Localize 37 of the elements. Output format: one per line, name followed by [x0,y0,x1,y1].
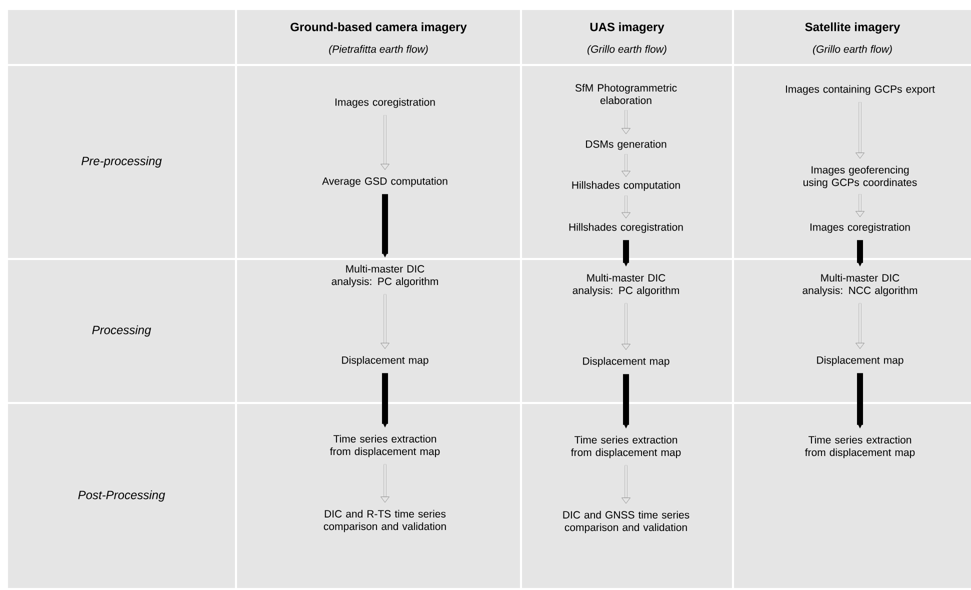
arrow [856,303,864,349]
step-text: Displacement map [583,357,670,367]
arrow [622,303,630,350]
step-text: Displacement map [342,356,428,366]
step-text: Images geoferencing using GCPs coordinates [804,166,917,188]
step-text: Images coregistration [336,98,435,108]
step-text: Displacement map [817,356,904,366]
step-text: SfM Photogrammetric elaboration [575,84,677,104]
arrow [380,294,390,349]
arrow [380,115,390,170]
header-cell: Satellite imagery (Grillo earth flow) [734,10,971,64]
header-cell: Ground-based camera imagery (Pietrafitta earth flow) [237,10,520,64]
step-text: Multi-master DIC analysis: NCC algorithm [802,274,918,296]
step-text: Multi-master DIC analysis: PC algorithm [572,274,679,296]
step-text: Time series extraction from displacement map [330,434,440,458]
row-header-cell: Pre-processing [8,66,235,258]
step-text: DIC and R-TS time series comparison and validation [324,510,446,532]
arrow [622,465,630,504]
step-text: Multi-master DIC analysis: PC algorithm [332,264,438,288]
step-text: Average GSD computation [322,177,448,187]
arrow [856,194,864,218]
step-text: Time series extraction from displacement map [805,436,915,458]
arrow [622,196,630,218]
step-text: Hillshades computation [572,181,680,191]
step-text: DSMs generation [586,140,666,150]
row-header-cell: Processing [8,260,235,402]
step-text: Images containing GCPs export [786,85,935,95]
arrow [622,110,630,134]
header-cell: UAS imagery (Grillo earth flow) [522,10,732,64]
row-header-cell: Post-Processing [8,404,235,588]
arrow [622,154,630,177]
arrow [856,102,864,159]
step-text: Time series extraction from displacement map [571,436,681,458]
step-text: Hillshades coregistration [569,223,683,233]
step-text: Images coregistration [810,223,910,233]
arrow [380,464,390,503]
step-text: DIC and GNSS time series comparison and validation [563,510,690,534]
